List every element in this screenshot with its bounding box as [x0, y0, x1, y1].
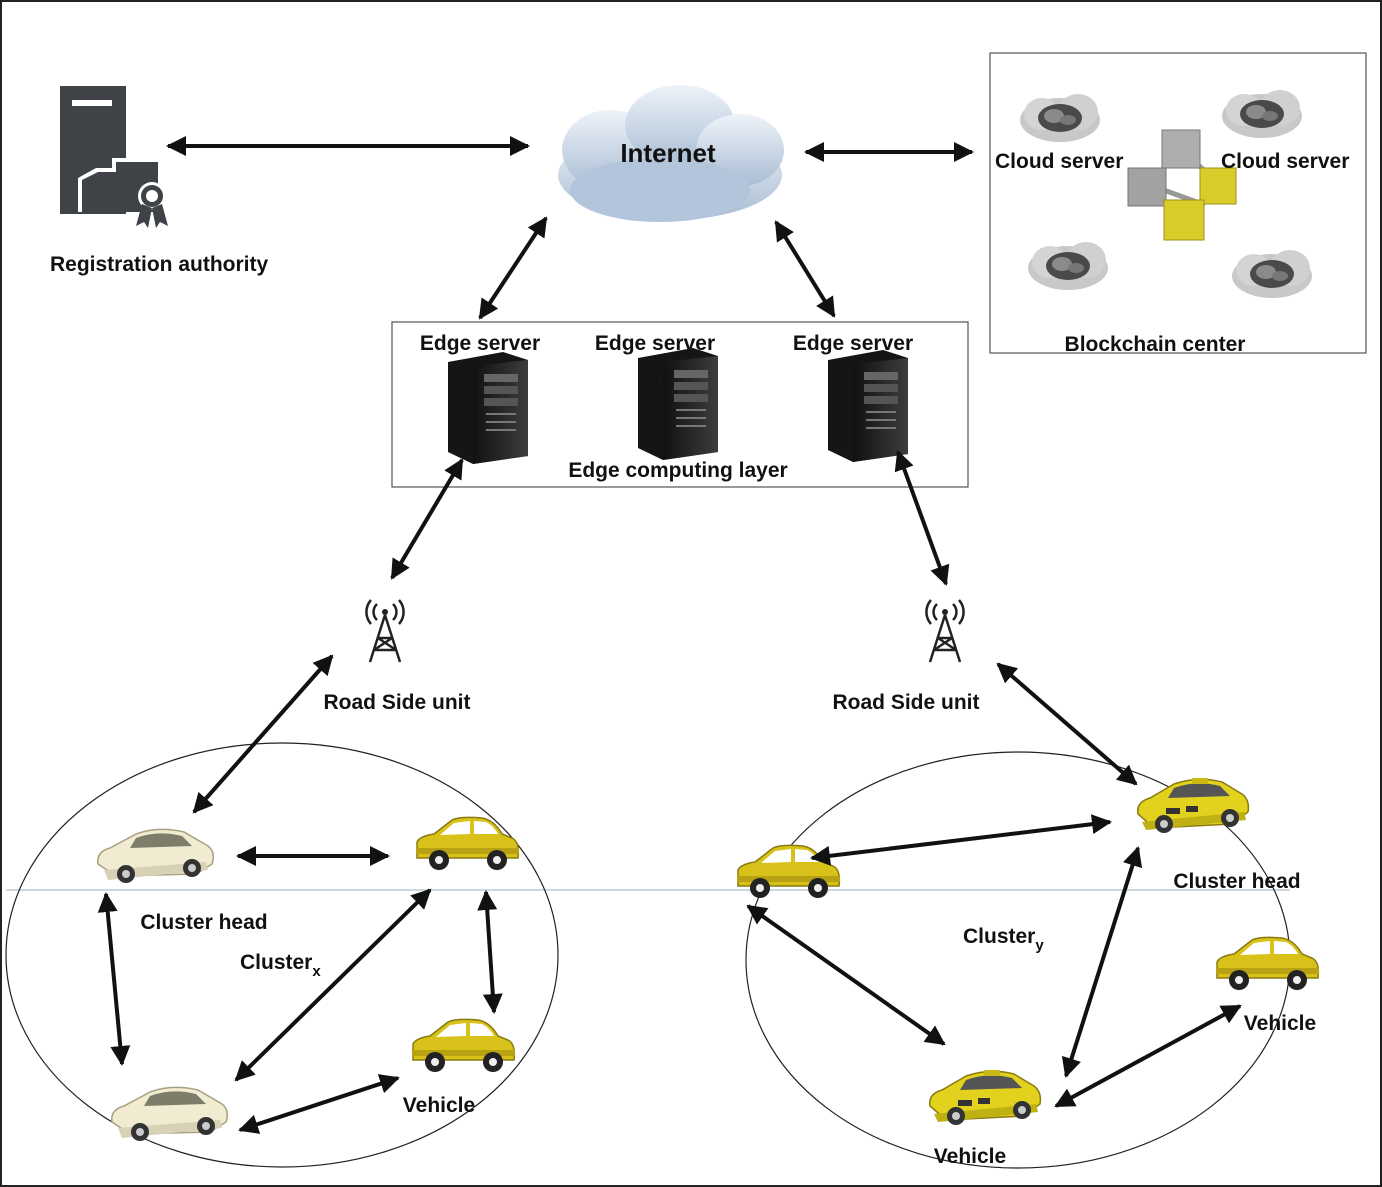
- cluster-y-head-taxi: [1137, 777, 1250, 834]
- cluster-y-head-label: Cluster head: [1173, 870, 1300, 893]
- edge-server-icon-1: [447, 351, 529, 465]
- arrow-vehicle-left-taxi: [746, 904, 946, 1046]
- cluster-x-vehicle-car-1: [415, 816, 520, 871]
- registration-authority-label: Registration authority: [50, 253, 269, 276]
- cluster-x-white-car: [111, 1086, 229, 1142]
- cloud-server-icon-3: [1028, 242, 1108, 290]
- arrow-taxi-vehicle-right: [1054, 1004, 1242, 1108]
- arrow-vehicle1-vehicle2: [477, 890, 503, 1014]
- edge-server-icon-2: [637, 347, 719, 461]
- cluster-y-vehicle-car-right: [1215, 936, 1320, 991]
- arrow-edge3-rsu-right: [894, 450, 950, 586]
- arrow-vehicle1-whitecar: [234, 888, 432, 1082]
- registration-authority-icon: [60, 86, 168, 228]
- blockchain-center-label: Blockchain center: [1065, 333, 1246, 356]
- cluster-y-subscript: y: [1035, 937, 1044, 954]
- cluster-x-head-car: [97, 828, 215, 884]
- internet-label: Internet: [620, 138, 716, 168]
- edge-computing-layer-box: [391, 321, 969, 488]
- arrow-head-x-whitecar: [97, 892, 131, 1066]
- arrow-internet-edge3: [774, 220, 836, 318]
- edge-computing-layer-label: Edge computing layer: [568, 459, 787, 482]
- cluster-x-name-text: Cluster: [240, 951, 312, 974]
- blockchain-center-box: [989, 52, 1367, 354]
- cloud-server-icon-1: [1020, 94, 1100, 142]
- cloud-server-icon-4: [1232, 250, 1312, 298]
- arrow-head-y-vehicle-left: [810, 814, 1112, 866]
- cluster-x-head-label: Cluster head: [140, 911, 267, 934]
- rsu-tower-icon-left: [365, 598, 405, 664]
- cluster-x-name: Clusterx: [240, 951, 321, 980]
- rsu-right-label: Road Side unit: [833, 691, 980, 714]
- arrow-internet-edge1: [478, 216, 548, 320]
- cluster-y-name: Clustery: [963, 925, 1044, 954]
- rsu-tower-icon-right: [925, 598, 965, 664]
- cluster-x-vehicle-car-2: [411, 1018, 516, 1073]
- cloud-server-label-left: Cloud server: [995, 150, 1123, 173]
- cluster-x-vehicle-label: Vehicle: [403, 1094, 475, 1117]
- cluster-y-vehicle-label-2: Vehicle: [934, 1145, 1006, 1168]
- connections: [97, 136, 1242, 1134]
- cloud-server-label-right: Cloud server: [1221, 150, 1349, 173]
- edge-server-label-1: Edge server: [420, 332, 540, 355]
- arrow-whitecar-vehicle2: [238, 1074, 400, 1134]
- cluster-y-vehicle-label-1: Vehicle: [1244, 1012, 1316, 1035]
- arrow-rsu-left-head-x: [192, 654, 334, 814]
- internet-cloud-icon: [558, 85, 784, 222]
- arrow-edge1-rsu-left: [390, 458, 464, 580]
- cluster-x-subscript: x: [312, 963, 321, 980]
- arrow-head-y-taxi: [1061, 846, 1143, 1078]
- edge-server-label-3: Edge server: [793, 332, 913, 355]
- rsu-left-label: Road Side unit: [324, 691, 471, 714]
- edge-server-icon-3: [827, 349, 909, 463]
- cluster-y-vehicle-taxi: [929, 1069, 1042, 1126]
- edge-server-label-2: Edge server: [595, 332, 715, 355]
- cloud-server-icon-2: [1222, 90, 1302, 138]
- arrow-rsu-right-head-y: [996, 662, 1138, 786]
- blockchain-cubes-icon: [1127, 129, 1237, 241]
- cluster-y-name-text: Cluster: [963, 925, 1035, 948]
